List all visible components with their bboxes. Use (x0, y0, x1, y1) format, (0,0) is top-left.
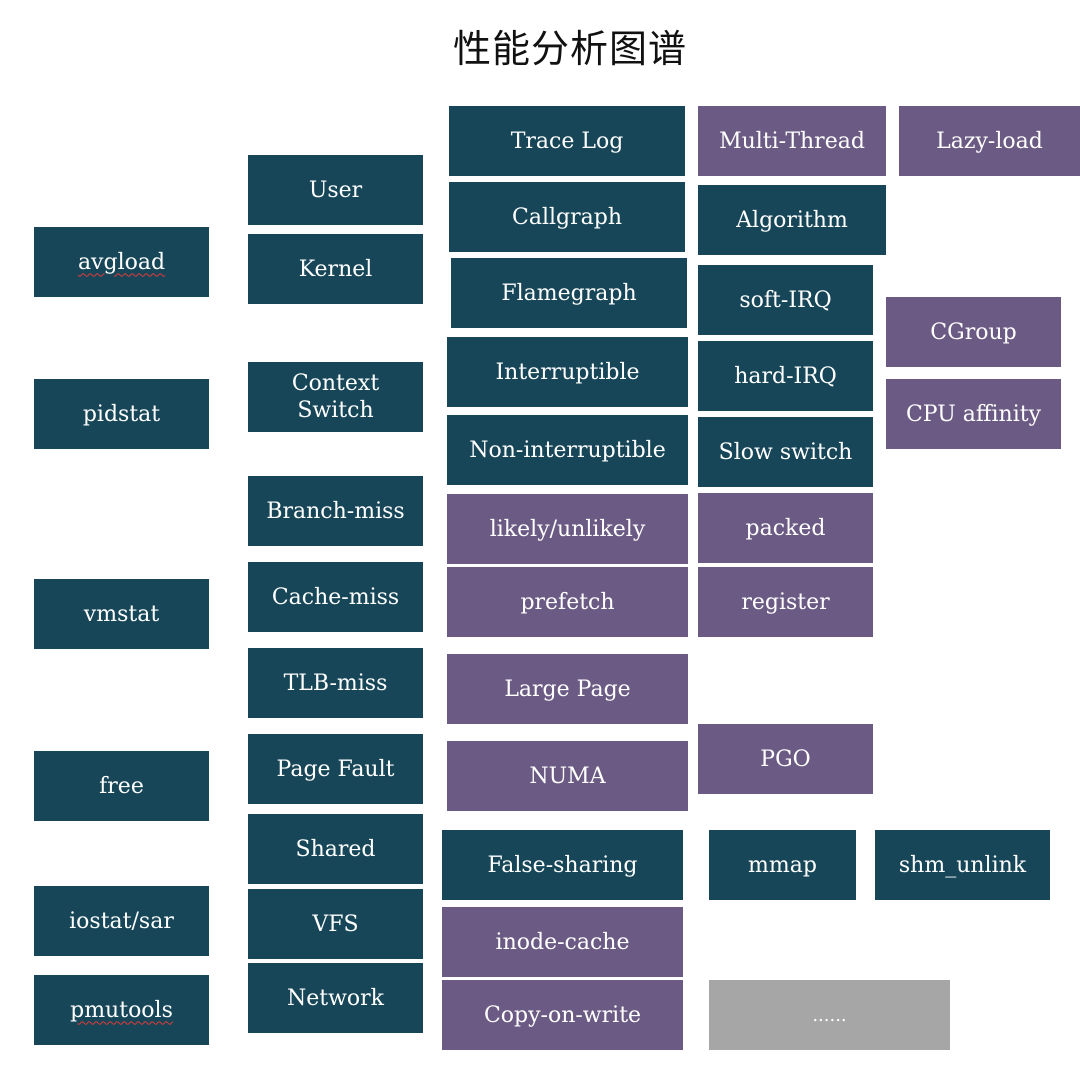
analysis-trace-log: Trace Log (449, 106, 685, 176)
analysis-copy-on-write: Copy-on-write (442, 980, 683, 1050)
tool-free: free (34, 751, 209, 821)
opt-register: register (698, 567, 873, 637)
analysis-callgraph: Callgraph (449, 182, 685, 252)
analysis-non-interruptible: Non-interruptible (447, 415, 688, 485)
opt-slow-switch: Slow switch (698, 417, 873, 487)
tool-iostat-sar: iostat/sar (34, 886, 209, 956)
opt-cgroup: CGroup (886, 297, 1061, 367)
area-branch-miss: Branch-miss (248, 476, 423, 546)
area-user: User (248, 155, 423, 225)
analysis-false-sharing: False-sharing (442, 830, 683, 900)
tool-label: avgload (77, 249, 166, 275)
analysis-prefetch: prefetch (447, 567, 688, 637)
opt-algorithm: Algorithm (698, 185, 886, 255)
tool-pidstat: pidstat (34, 379, 209, 449)
diagram-title: 性能分析图谱 (452, 27, 687, 71)
opt-lazy-load: Lazy-load (899, 106, 1080, 176)
opt-soft-irq: soft-IRQ (698, 265, 873, 335)
tool-vmstat: vmstat (34, 579, 209, 649)
analysis-large-page: Large Page (447, 654, 688, 724)
analysis-flamegraph: Flamegraph (451, 258, 687, 328)
area-tlb-miss: TLB-miss (248, 648, 423, 718)
area-cache-miss: Cache-miss (248, 562, 423, 632)
area-network: Network (248, 963, 423, 1033)
area-context-switch: Context Switch (248, 362, 423, 432)
opt-more-placeholder: ...... (709, 980, 950, 1050)
analysis-likely-unlikely: likely/unlikely (447, 494, 688, 564)
opt-pgo: PGO (698, 724, 873, 794)
area-vfs: VFS (248, 889, 423, 959)
analysis-interruptible: Interruptible (447, 337, 688, 407)
area-shared: Shared (248, 814, 423, 884)
tool-label: pmutools (70, 997, 173, 1023)
tool-pmutools: pmutools (34, 975, 209, 1045)
opt-packed: packed (698, 493, 873, 563)
opt-shm-unlink: shm_unlink (875, 830, 1050, 900)
opt-cpu-affinity: CPU affinity (886, 379, 1061, 449)
analysis-numa: NUMA (447, 741, 688, 811)
opt-hard-irq: hard-IRQ (698, 341, 873, 411)
opt-multi-thread: Multi-Thread (698, 106, 886, 176)
area-page-fault: Page Fault (248, 734, 423, 804)
area-kernel: Kernel (248, 234, 423, 304)
analysis-inode-cache: inode-cache (442, 907, 683, 977)
opt-mmap: mmap (709, 830, 856, 900)
tool-avgload: avgload (34, 227, 209, 297)
